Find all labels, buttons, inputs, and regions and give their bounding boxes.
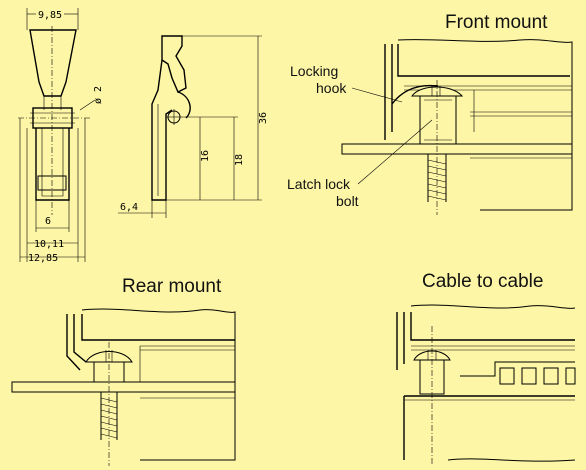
rear-mount-caption: Rear mount: [122, 276, 222, 297]
dim-12-85: 12,85: [28, 253, 58, 264]
dim-36: 36: [258, 112, 269, 124]
dim-pin-diameter: ø 2: [93, 86, 104, 104]
latch-side-view: 36 18 16 6,4: [118, 35, 269, 218]
dim-6: 6: [45, 216, 51, 227]
dim-18: 18: [234, 154, 245, 166]
dim-9-85: 9,85: [38, 10, 62, 21]
latch-lock-bolt-label-1: Latch lock: [287, 176, 351, 192]
dim-6-4: 6,4: [120, 202, 138, 213]
locking-hook-label-1: Locking: [290, 63, 338, 79]
dim-16: 16: [200, 150, 211, 162]
locking-hook-leader: [351, 87, 403, 103]
rear-mount-diagram: Rear mount: [11, 276, 236, 466]
latch-lock-bolt-label-2: bolt: [336, 193, 359, 209]
dim-10-11: 10,11: [34, 239, 64, 250]
locking-hook-label-2: hook: [316, 80, 347, 96]
front-mount-caption: Front mount: [445, 12, 548, 33]
front-mount-diagram: Front mount Locking hook Latch lock bolt: [287, 12, 573, 215]
cable-to-cable-diagram: Cable to cable: [396, 271, 576, 464]
latch-front-view: 9,85 ø 2 6 10,11 12,85: [18, 8, 104, 264]
cable-to-cable-caption: Cable to cable: [422, 271, 543, 292]
latch-lock-bolt-leader: [357, 119, 433, 185]
